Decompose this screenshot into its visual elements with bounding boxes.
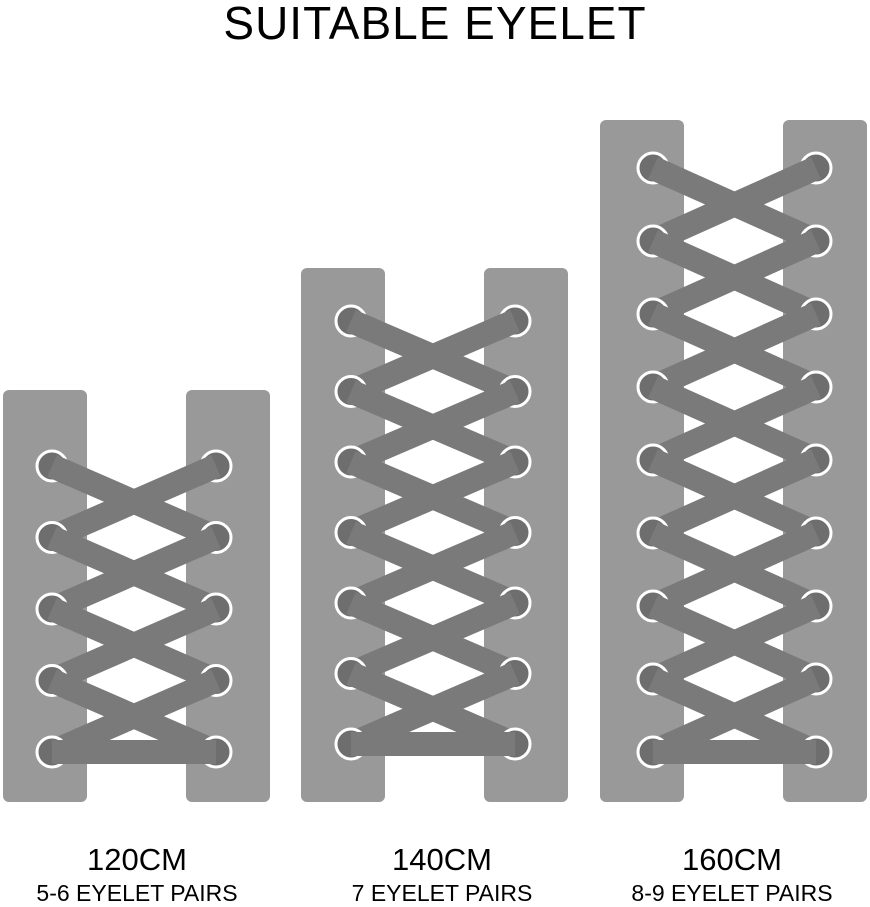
lace-segment	[648, 376, 821, 471]
lace-segment	[648, 522, 821, 617]
lace-segment	[648, 595, 821, 690]
lace-end	[346, 309, 376, 341]
lace-end	[791, 449, 821, 480]
lace-segment	[648, 668, 821, 763]
eyelet-pairs-label: 7 EYELET PAIRS	[351, 880, 533, 906]
lace-segment	[648, 303, 821, 398]
lace-end	[791, 157, 821, 188]
lace-segment	[346, 380, 520, 474]
lace-segment	[346, 521, 520, 615]
lace-end	[648, 668, 678, 699]
lace-end	[648, 376, 678, 407]
lace-end	[490, 309, 520, 341]
lace-end	[346, 450, 376, 482]
length-label: 160CM	[682, 842, 782, 877]
lace-end	[191, 454, 221, 486]
lace-end	[490, 521, 520, 552]
lace-end	[346, 380, 376, 411]
eyelet-pairs-label: 8-9 EYELET PAIRS	[631, 880, 833, 906]
caption-140: 140CM 7 EYELET PAIRS	[292, 842, 592, 907]
length-label: 120CM	[87, 842, 187, 877]
right-flap	[186, 390, 270, 802]
lace-segment	[47, 526, 221, 621]
lace-end	[191, 669, 221, 701]
lace-end	[191, 597, 221, 629]
lace-end	[648, 303, 678, 334]
lace-end	[346, 662, 376, 693]
lace-segment	[47, 597, 221, 692]
page-title: SUITABLE EYELET	[223, 0, 647, 49]
lace-end	[648, 522, 678, 553]
lace-end	[47, 454, 77, 486]
lace-end	[490, 662, 520, 693]
lacing-diagram-0	[3, 390, 270, 802]
lace-end	[191, 526, 221, 558]
lace-end	[791, 230, 821, 261]
lace-end	[791, 595, 821, 626]
lace-end	[346, 521, 376, 552]
lace-end	[648, 157, 678, 188]
lace-segment	[346, 591, 520, 685]
lacing-diagram-1	[301, 268, 568, 802]
lace-segment	[648, 157, 821, 252]
caption-160: 160CM 8-9 EYELET PAIRS	[582, 842, 870, 907]
lace-segment	[47, 454, 221, 549]
lace-end	[490, 591, 520, 623]
caption-120: 120CM 5-6 EYELET PAIRS	[0, 842, 287, 907]
lace-end	[47, 669, 77, 701]
lace-end	[791, 376, 821, 407]
lace-segment	[648, 449, 821, 544]
lace-segment	[346, 450, 520, 544]
lace-end	[47, 597, 77, 629]
lace-end	[648, 230, 678, 261]
length-label: 140CM	[392, 842, 492, 877]
lace-end	[791, 668, 821, 699]
lace-segment	[648, 230, 821, 325]
eyelet-pairs-label: 5-6 EYELET PAIRS	[36, 880, 238, 906]
lace-segment	[346, 309, 520, 403]
lace-end	[791, 522, 821, 553]
lace-end	[791, 303, 821, 334]
lace-end	[648, 449, 678, 480]
lacing-diagram-2	[600, 120, 867, 802]
lace-end	[490, 450, 520, 482]
lace-end	[648, 595, 678, 626]
lace-end	[47, 526, 77, 558]
lace-end	[346, 591, 376, 623]
lace-end	[490, 380, 520, 411]
